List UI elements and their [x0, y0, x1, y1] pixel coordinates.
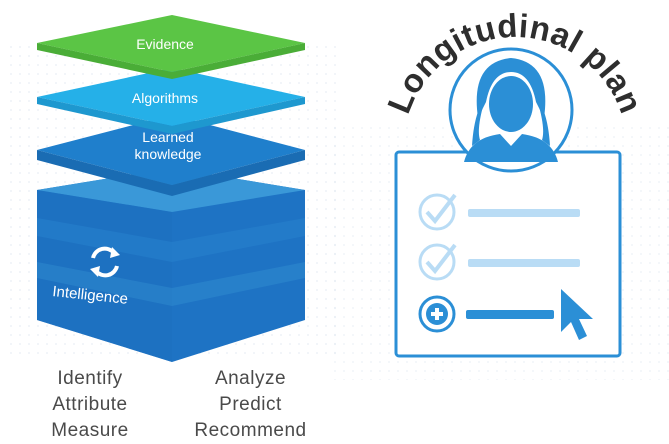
algorithms-label: Algorithms: [132, 90, 198, 106]
mouse-pointer-icon: [561, 289, 593, 340]
caption-predict: Predict: [219, 394, 282, 415]
plan-item-3-bar: [466, 310, 554, 319]
caption-left-column: Identify Attribute Measure: [20, 366, 160, 444]
caption-right-column: Analyze Predict Recommend: [168, 366, 333, 444]
plan-item-1-bar: [468, 209, 580, 217]
learned-knowledge-label-line2: knowledge: [135, 146, 202, 162]
learned-knowledge-layer: Learned knowledge: [37, 115, 305, 196]
person-avatar-icon: [448, 47, 574, 173]
plus-circle-icon: [418, 295, 456, 333]
plan-item-2-bar: [468, 259, 580, 267]
caption-recommend: Recommend: [194, 420, 307, 441]
plan-item-3: [418, 295, 554, 333]
algorithms-layer: Algorithms: [37, 68, 305, 134]
plan-item-2: [418, 243, 580, 281]
checkmark-circle-icon: [418, 193, 457, 231]
evidence-layer: Evidence: [37, 15, 305, 79]
plan-item-1: [418, 193, 580, 231]
plan-card: [394, 150, 622, 358]
caption-measure: Measure: [51, 420, 129, 441]
checkmark-circle-icon: [418, 243, 457, 281]
caption-analyze: Analyze: [214, 368, 287, 389]
evidence-label: Evidence: [136, 36, 194, 52]
intelligence-block: Intelligence: [37, 168, 305, 362]
caption-attribute: Attribute: [52, 394, 128, 415]
caption-identify: Identify: [57, 368, 123, 389]
learned-knowledge-label-line1: Learned: [142, 129, 193, 145]
refresh-cycle-icon: [90, 246, 120, 278]
